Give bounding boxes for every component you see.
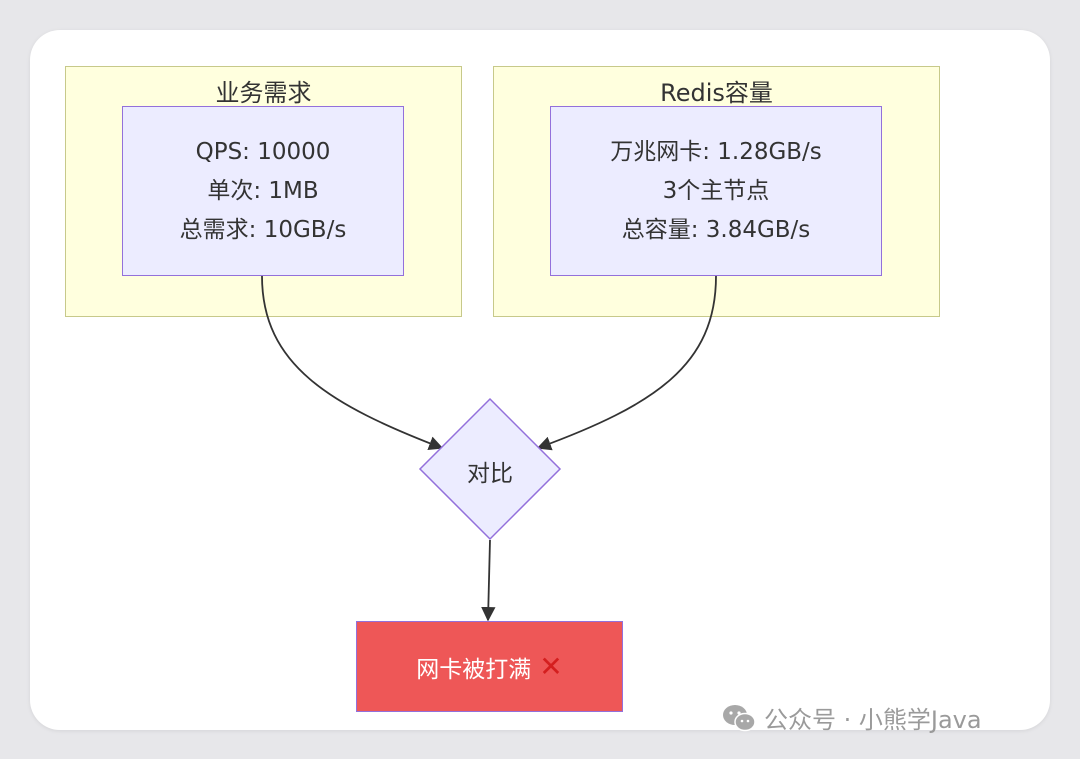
- watermark: 公众号 · 小熊学Java: [722, 700, 982, 735]
- node-line: 总需求: 10GB/s: [179, 216, 347, 243]
- edge-demand-to-compare: [261, 275, 444, 451]
- diagram-card: 业务需求 QPS: 10000 单次: 1MB 总需求: 10GB/s Redi…: [30, 30, 1050, 730]
- result-label: 网卡被打满: [416, 656, 532, 683]
- node-line: 单次: 1MB: [207, 177, 319, 204]
- watermark-text: 公众号 · 小熊学Java: [764, 706, 982, 734]
- subgraph-title: 业务需求: [215, 79, 312, 107]
- node-line: QPS: 10000: [195, 138, 331, 165]
- node-line: 3个主节点: [662, 177, 770, 204]
- node-line: 万兆网卡: 1.28GB/s: [610, 138, 822, 165]
- node-business-demand: QPS: 10000 单次: 1MB 总需求: 10GB/s: [122, 106, 404, 276]
- cross-mark-icon: ✕: [539, 649, 563, 683]
- decision-diamond: [418, 397, 562, 541]
- decision-label: 对比: [467, 461, 513, 487]
- node-line: 总容量: 3.84GB/s: [621, 216, 811, 243]
- node-redis-capacity: 万兆网卡: 1.28GB/s 3个主节点 总容量: 3.84GB/s: [550, 106, 882, 276]
- edge-capacity-to-compare: [536, 275, 717, 451]
- diagram-edges: [261, 275, 717, 622]
- edge-compare-to-result: [481, 539, 496, 622]
- result-node: 网卡被打满 ✕: [356, 621, 623, 712]
- subgraph-title: Redis容量: [660, 79, 773, 107]
- wechat-icon: [723, 704, 756, 731]
